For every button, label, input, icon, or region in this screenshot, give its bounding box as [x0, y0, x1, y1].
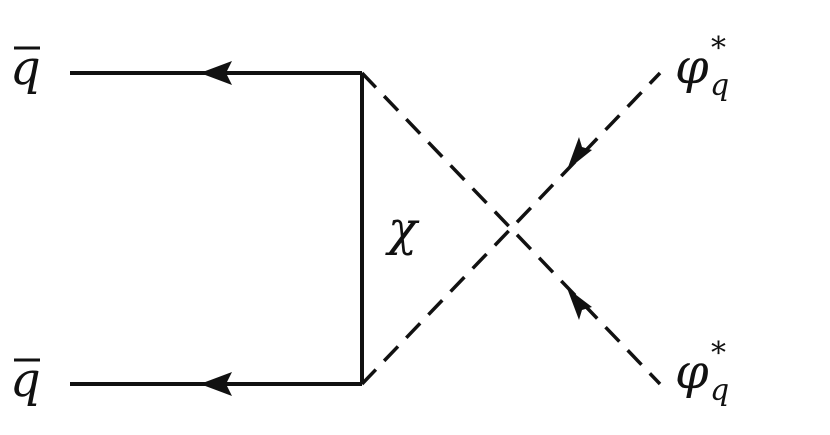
- label-phi-bottom-sub: q: [710, 373, 729, 408]
- scalar-line-top-to-bottom: [360, 71, 662, 386]
- arrow-scalar-lower: [567, 288, 592, 320]
- arrow-scalar-upper: [567, 137, 592, 170]
- label-phi-bottom-sup: *: [711, 336, 726, 371]
- arrow-top-fermion: [200, 61, 232, 85]
- label-q-bottom: q: [10, 352, 41, 408]
- label-q-top: q: [10, 40, 41, 96]
- label-qbar-top: q: [10, 40, 41, 96]
- label-phi-bottom: φ * q: [675, 336, 729, 408]
- label-phi-top: φ * q: [675, 31, 729, 103]
- label-phi-bottom-symbol: φ: [675, 344, 709, 400]
- label-phi-top-sub: q: [710, 68, 729, 103]
- arrow-bottom-fermion: [200, 372, 232, 396]
- label-phi-top-sup: *: [711, 31, 726, 66]
- label-phi-top-symbol: φ: [675, 39, 709, 95]
- label-chi: χ: [385, 201, 420, 257]
- scalar-line-bottom-to-top: [360, 71, 662, 386]
- label-qbar-bottom: q: [10, 352, 41, 408]
